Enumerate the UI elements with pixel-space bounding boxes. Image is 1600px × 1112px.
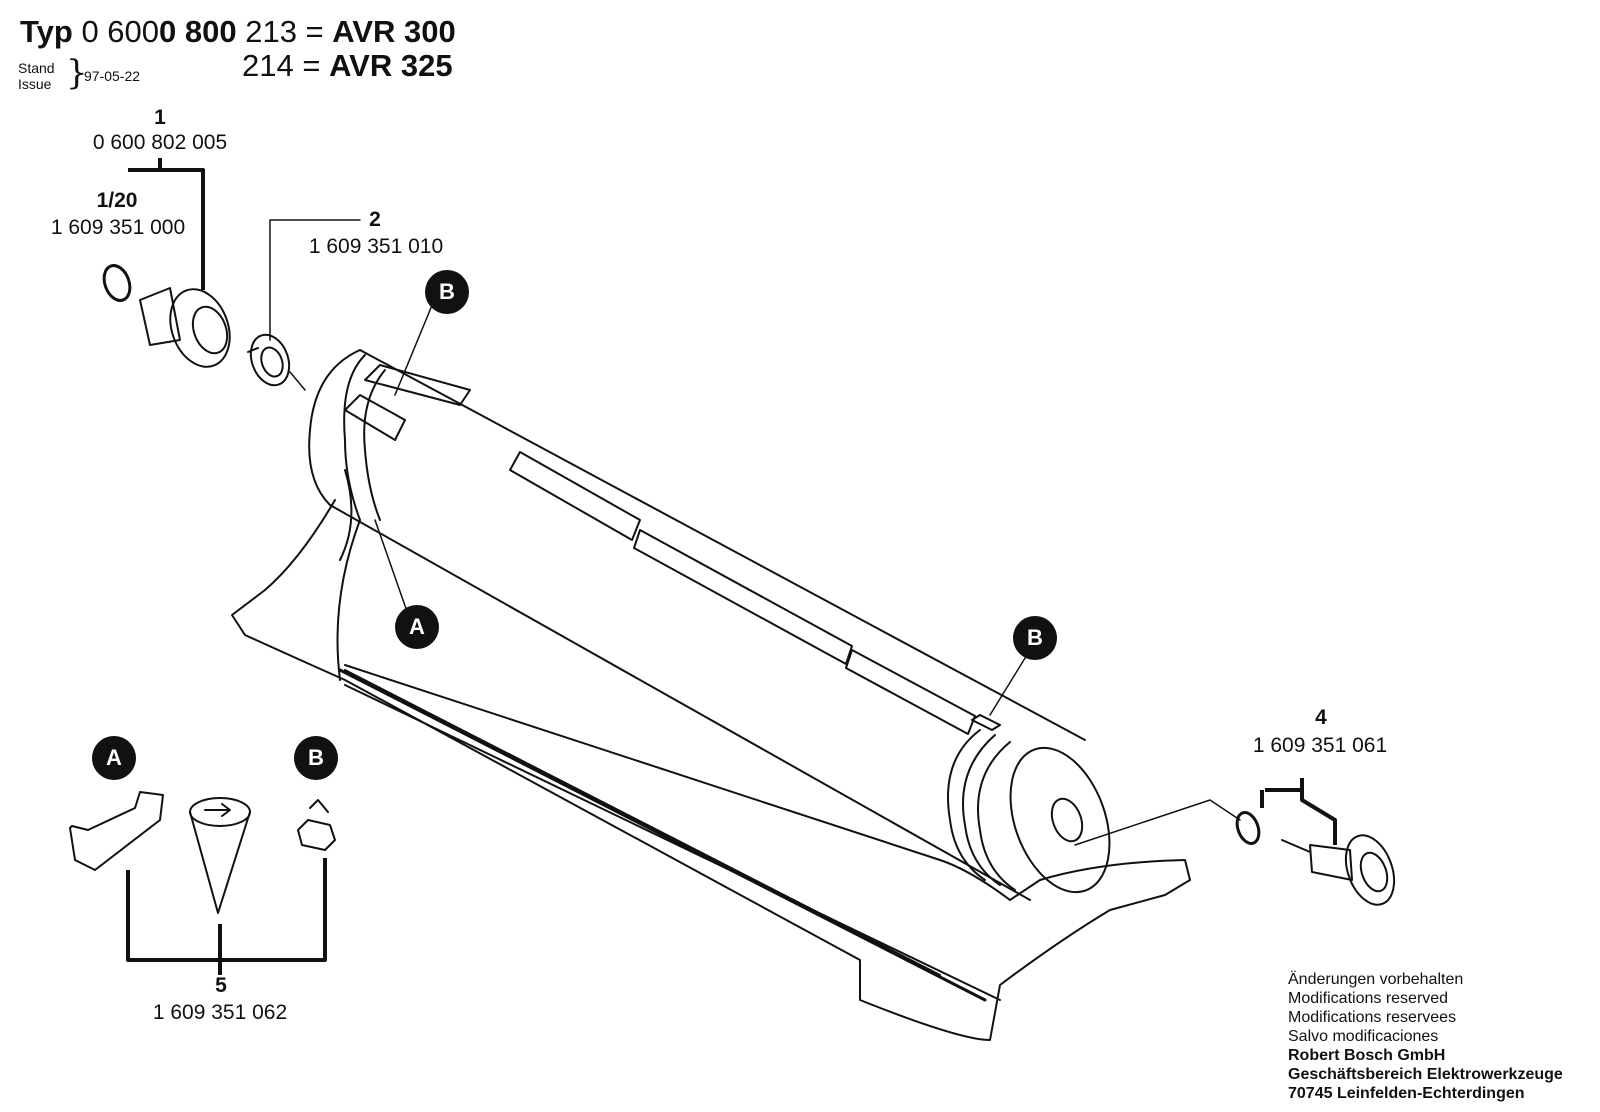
note-line-4: Salvo modificaciones (1288, 1028, 1439, 1045)
connector-part (102, 264, 231, 368)
variant2-model: AVR 325 (329, 48, 453, 83)
issue-label: Issue (18, 76, 52, 92)
callout-a-part: A (106, 745, 122, 770)
part-1-id: 1 (154, 106, 166, 129)
part-2-number: 1 609 351 010 (308, 235, 444, 258)
small-clip-part (297, 799, 336, 851)
part-4-number: 1 609 351 061 (1252, 734, 1388, 757)
variant1-model: AVR 300 (332, 14, 456, 49)
bracket-lines (126, 158, 1337, 975)
filter-disc-part (247, 333, 291, 387)
note-line-3: Modifications reservees (1288, 1009, 1457, 1026)
header-type-line: Typ 0 6000 800 213 = AVR 300 (20, 14, 456, 50)
callout-a-body: A (409, 614, 425, 639)
part-4-id: 4 (1315, 706, 1327, 729)
stand-label: Stand (18, 60, 55, 76)
leader-lines (269, 219, 1241, 846)
part-5-id: 5 (215, 974, 227, 997)
issue-date: 97-05-22 (84, 68, 141, 84)
typ-label: Typ (20, 14, 73, 49)
note-line-1: Änderungen vorbehalten (1288, 971, 1464, 988)
part-5-number: 1 609 351 062 (152, 1001, 288, 1024)
note-company: Robert Bosch GmbH (1288, 1047, 1446, 1064)
variant2-suffix: 214 = (242, 48, 321, 83)
notes-block: Änderungen vorbehalten Modifications res… (1288, 970, 1563, 1103)
typ-prefix: 0 600 (81, 14, 160, 49)
callout-circles (92, 270, 1057, 780)
part-1-20-number: 1 609 351 000 (50, 216, 186, 239)
variant1-suffix: 213 = (245, 14, 324, 49)
callout-b-top: B (439, 279, 455, 304)
sprinkler-base (231, 499, 1191, 1041)
part-2-id: 2 (369, 208, 381, 231)
brace-icon: } (66, 53, 88, 93)
holder-clip-part (69, 791, 164, 871)
part-1-20-id: 1/20 (96, 189, 138, 212)
note-division: Geschäftsbereich Elektrowerkzeuge (1288, 1066, 1563, 1083)
header-variant2-line: 214 = AVR 325 (242, 48, 453, 84)
note-address: 70745 Leinfelden-Echterdingen (1288, 1085, 1525, 1102)
note-line-2: Modifications reserved (1288, 990, 1449, 1007)
stand-issue-label: Stand Issue (18, 60, 55, 92)
callout-b-right: B (1027, 625, 1043, 650)
part-1-number: 0 600 802 005 (92, 131, 228, 154)
callout-b-part: B (308, 745, 324, 770)
typ-bold: 0 800 (159, 14, 237, 49)
cone-tool-part (189, 797, 251, 914)
sprinkler-barrel (308, 349, 1111, 901)
end-plug-part (1235, 811, 1396, 906)
